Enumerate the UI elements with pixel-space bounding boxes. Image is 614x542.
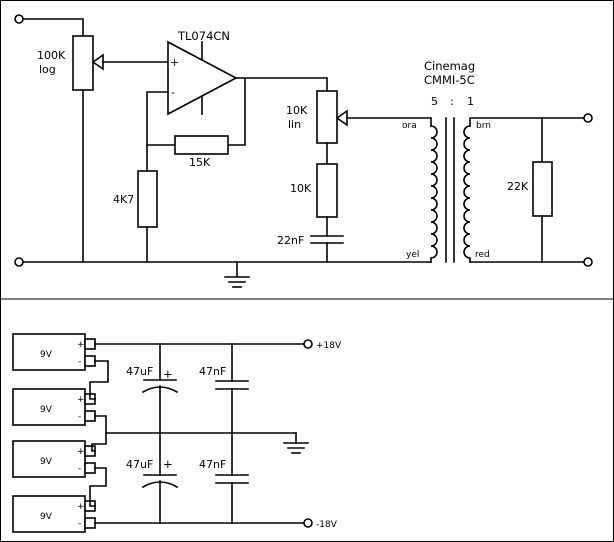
battery-3-label: 9V <box>40 457 53 467</box>
battery-1-plus: + <box>77 340 85 350</box>
battery-4-plus: + <box>77 502 85 512</box>
battery-2-minus: - <box>78 412 81 422</box>
r-series-label: 10K <box>290 182 312 195</box>
opamp-plus-label: + <box>170 56 179 69</box>
pot-in-value-label: 100K <box>37 49 66 62</box>
battery-3: 9V + - <box>12 440 96 478</box>
transformer-secondary-coil <box>463 125 471 263</box>
opamp-minus-label: - <box>171 86 175 99</box>
ratio-left-label: 5 <box>431 95 438 108</box>
pot-10k <box>316 90 338 144</box>
pot-100k-wiper <box>91 53 104 71</box>
input-terminal-top <box>14 14 24 24</box>
pot-100k <box>72 35 94 91</box>
transformer-primary-coil <box>430 125 438 263</box>
c-elec-top-plus: + <box>163 367 173 381</box>
pot-10k-wiper <box>335 109 348 127</box>
input-terminal-bottom <box>14 257 24 267</box>
pot-in-taper-label: log <box>39 63 56 76</box>
wire-secondary-top <box>469 117 585 127</box>
pot-out-taper-label: lin <box>288 118 301 131</box>
opamp-name-label: TL074CN <box>177 29 230 43</box>
resistor-4k7 <box>137 170 158 228</box>
ratio-right-label: 1 <box>467 95 474 108</box>
rail-pos-label: +18V <box>316 341 342 351</box>
wire-brn-label: brn <box>476 121 491 131</box>
battery-3-minus: - <box>78 464 81 474</box>
rail-neg-label: -18V <box>316 520 338 530</box>
wire-input-top <box>22 18 84 37</box>
c-film-bottom-label: 47nF <box>199 458 226 471</box>
battery-1-minus: - <box>78 357 81 367</box>
c-series-label: 22nF <box>277 234 304 247</box>
resistor-22k <box>532 161 553 217</box>
wire-red-label: red <box>475 250 490 260</box>
battery-2: 9V + - <box>12 388 96 426</box>
battery-2-label: 9V <box>40 405 53 415</box>
transformer-brand-label: Cinemag <box>424 59 475 73</box>
rail-pos-terminal <box>303 339 313 349</box>
r-feedback-label: 15K <box>189 156 211 169</box>
battery-4-minus: - <box>78 519 81 529</box>
battery-wiring <box>89 343 305 524</box>
rail-neg-terminal <box>303 518 313 528</box>
battery-4-label: 9V <box>40 512 53 522</box>
wire-yel-label: yel <box>406 250 419 260</box>
r-ground-label: 4K7 <box>113 193 134 206</box>
wire-ora-label: ora <box>402 121 417 131</box>
resistor-10k <box>316 163 338 218</box>
pot-out-value-label: 10K <box>286 104 308 117</box>
c-elec-bottom-label: 47uF <box>126 458 153 471</box>
c-elec-bottom-plus: + <box>163 457 173 471</box>
c-film-top-label: 47nF <box>199 365 226 378</box>
resistor-15k <box>174 135 229 155</box>
wire-feedback-right <box>227 77 246 146</box>
r-load-label: 22K <box>507 180 529 193</box>
output-terminal-bottom <box>583 257 593 267</box>
output-terminal-top <box>583 113 593 123</box>
battery-1: 9V + - <box>12 333 96 371</box>
ratio-colon-label: : <box>450 95 454 108</box>
wire-pot10k-wiper <box>346 117 432 127</box>
c-elec-top-label: 47uF <box>126 365 153 378</box>
amp-section: 100K log TL074CN + - 15K 4K7 10K lin 10K <box>14 14 593 288</box>
wire-opamp-output <box>235 77 328 92</box>
battery-2-plus: + <box>77 395 85 405</box>
wire-opamp-minus <box>146 91 169 172</box>
power-section: 9V + - 9V + - 9V + - 9V + - <box>12 333 342 533</box>
battery-3-plus: + <box>77 447 85 457</box>
battery-4: 9V + - <box>12 495 96 533</box>
battery-1-label: 9V <box>40 350 53 360</box>
transformer-model-label: CMMI-5C <box>424 73 475 87</box>
